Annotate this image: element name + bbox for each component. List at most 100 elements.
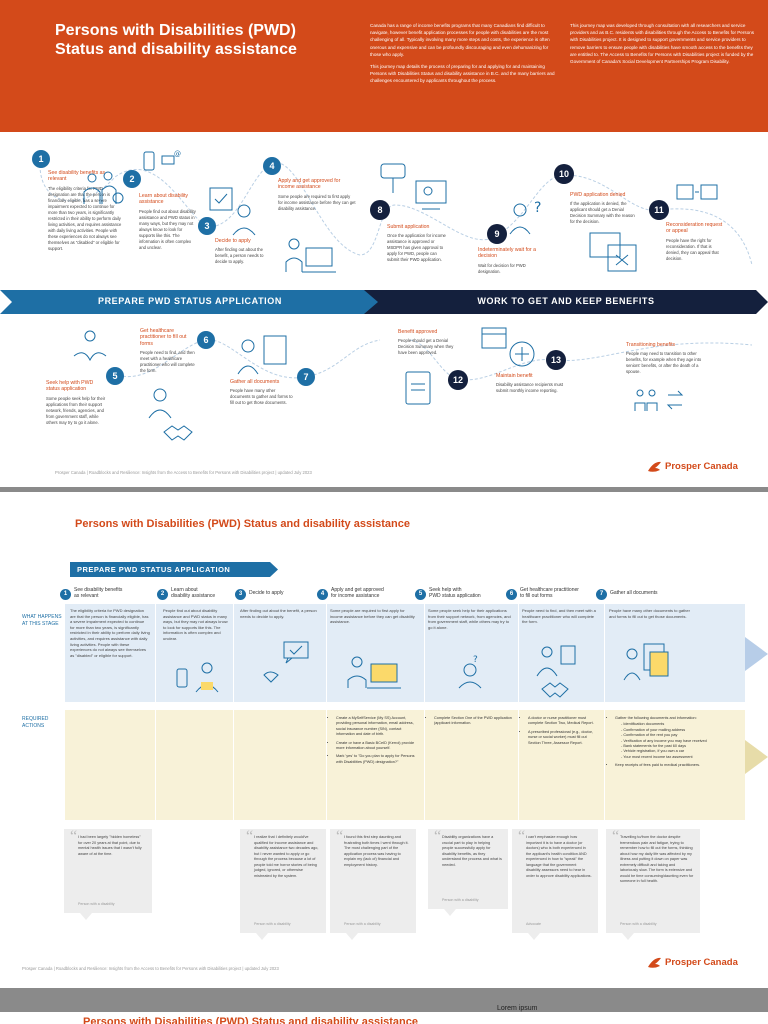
journey-path bbox=[39, 162, 753, 381]
question-person-icon: ? bbox=[458, 655, 482, 689]
column-5-desc: Some people seek help for their applicat… bbox=[428, 608, 511, 630]
row-label-what: WHAT HAPPENS AT THIS STAGE bbox=[22, 614, 62, 627]
svg-text:?: ? bbox=[534, 200, 541, 216]
step-7: Gather all documents People have many ot… bbox=[230, 379, 293, 406]
column-1-desc: The eligibility criteria for PWD designa… bbox=[70, 608, 150, 658]
denied-documents-icon bbox=[589, 232, 637, 272]
page-2-title: Persons with Disabilities (PWD) Status a… bbox=[75, 518, 410, 530]
step-3-number: 3 bbox=[198, 217, 216, 235]
tablet-icon bbox=[405, 371, 431, 405]
people-transition-icon bbox=[634, 389, 684, 411]
actions-column-7: Gather the following documents and infor… bbox=[609, 716, 741, 772]
step-8: Submit application Once the application … bbox=[387, 224, 446, 263]
lorem-text: Lorem ipsum bbox=[497, 1005, 538, 1012]
journey-map-page-2: Persons with Disabilities (PWD) Status a… bbox=[0, 492, 768, 988]
svg-text:@: @ bbox=[174, 150, 181, 158]
waiting-person-icon: ? bbox=[509, 200, 541, 235]
step-4-number: 4 bbox=[263, 157, 281, 175]
laptop-person-icon bbox=[347, 656, 401, 689]
doctor-icon bbox=[148, 388, 172, 419]
journey-map-page-1: Persons with Disabilities (PWD) Status a… bbox=[0, 0, 768, 487]
medical-cross-icon bbox=[509, 341, 535, 367]
step-2: Learn about disability assistance People… bbox=[139, 193, 196, 250]
step-6: Get healthcare practitioner to fill out … bbox=[140, 328, 195, 374]
translate-docs-icon bbox=[676, 184, 718, 200]
handshake-icon bbox=[163, 425, 193, 441]
step-13-number: 13 bbox=[546, 350, 566, 370]
laptop-user-icon bbox=[285, 238, 336, 273]
step-9: Indeterminately wait for a decision Wait… bbox=[478, 247, 536, 274]
reading-person-icon bbox=[195, 662, 219, 693]
step-6-number: 6 bbox=[197, 331, 215, 349]
step-1: See disability benefits as relevant The … bbox=[48, 170, 122, 251]
step-13: Maintain benefit Disability assistance r… bbox=[496, 373, 564, 394]
step-10-number: 10 bbox=[554, 164, 574, 184]
mailbox-icon bbox=[380, 163, 406, 193]
svg-text:?: ? bbox=[473, 655, 478, 665]
required-actions-row bbox=[65, 710, 745, 820]
step-8-number: 8 bbox=[370, 200, 390, 220]
journey-map-page-3: Persons with Disabilities (PWD) Status a… bbox=[0, 1012, 768, 1024]
hand-heart-icon bbox=[263, 671, 279, 683]
intro-text: Canada has a range of income benefits pr… bbox=[370, 23, 555, 84]
actions-row-arrow bbox=[745, 740, 768, 774]
quote-1: “ I had been largely "hidden homeless" f… bbox=[64, 828, 152, 920]
step-5: Seek help with PWD status application So… bbox=[46, 380, 106, 425]
step-11: Reconsideration request or appeal People… bbox=[666, 222, 723, 261]
step-11-number: 11 bbox=[649, 200, 669, 220]
step-5-number: 5 bbox=[106, 367, 124, 385]
helping-hands-icon bbox=[73, 330, 107, 362]
quote-3: “ I found this first step daunting and f… bbox=[330, 828, 416, 940]
quote-6: “ Travelling to/from the doctor despite … bbox=[606, 828, 700, 940]
actions-column-4: Create a MySelfService (My SS) Account, … bbox=[330, 716, 420, 768]
column-2-desc: People find out about disability assista… bbox=[163, 608, 228, 641]
phone-icon bbox=[176, 668, 188, 688]
row-label-required: REQUIRED ACTIONS bbox=[22, 716, 49, 729]
step-7-number: 7 bbox=[297, 368, 315, 386]
step-10: PWD application denied If the applicatio… bbox=[570, 192, 635, 225]
step-9-number: 9 bbox=[487, 224, 507, 244]
step-12-number: 12 bbox=[448, 370, 468, 390]
step-12: Benefit approved People should get a Den… bbox=[398, 329, 454, 356]
prosper-canada-logo-2: Prosper Canada bbox=[647, 956, 757, 970]
maple-leaf-icon bbox=[648, 957, 661, 968]
phone-chat-icon: @ bbox=[143, 150, 181, 171]
step-2-number: 2 bbox=[123, 170, 141, 188]
documents-person-icon bbox=[237, 335, 287, 375]
page-3-title: Persons with Disabilities (PWD) Status a… bbox=[83, 1016, 418, 1024]
column-7-desc: People have many other documents to gath… bbox=[609, 608, 690, 619]
work-stage-band: WORK TO GET AND KEEP BENEFITS bbox=[364, 290, 768, 314]
actions-column-6: A doctor or nurse practitioner must comp… bbox=[522, 716, 600, 749]
calendar-icon bbox=[481, 327, 507, 349]
prepare-stage-band-2: PREPARE PWD STATUS APPLICATION bbox=[70, 562, 278, 577]
actions-column-5: Complete Section One of the PWD applicat… bbox=[428, 716, 514, 730]
thinking-person-icon bbox=[232, 204, 256, 236]
footer-2: Prosper Canada | Roadblocks and Resilien… bbox=[22, 966, 279, 971]
step-4: Apply and get approved for income assist… bbox=[278, 178, 356, 211]
quote-5: “ I can't emphasize enough how important… bbox=[512, 828, 598, 940]
what-happens-row bbox=[65, 604, 745, 702]
quote-2: “ I realize that I definitely would've q… bbox=[240, 828, 326, 940]
handshake-icon bbox=[541, 682, 569, 698]
doctor-chart-icon bbox=[536, 645, 576, 677]
checklist-icon bbox=[209, 187, 233, 211]
hero-banner: Persons with Disabilities (PWD) Status a… bbox=[0, 0, 768, 132]
maple-leaf-icon bbox=[648, 461, 661, 472]
what-row-arrow bbox=[745, 637, 768, 671]
column-4-desc: Some people are required to first apply … bbox=[330, 608, 415, 625]
step-transition: Transitioning benefits People may need t… bbox=[626, 342, 702, 375]
page-title: Persons with Disabilities (PWD) Status a… bbox=[55, 22, 297, 58]
column-3-desc: After finding out about the benefit, a p… bbox=[240, 608, 317, 619]
about-text: This journey map was developed through c… bbox=[570, 23, 755, 65]
step-3: Decide to apply After finding out about … bbox=[215, 238, 264, 265]
step-1-number: 1 bbox=[32, 150, 50, 168]
column-6-desc: People need to find, and then meet with … bbox=[522, 608, 596, 625]
prepare-stage-band: PREPARE PWD STATUS APPLICATION bbox=[0, 290, 380, 314]
persons-group-icon bbox=[83, 171, 124, 204]
prosper-canada-logo: Prosper Canada bbox=[647, 460, 757, 474]
quote-4: “ Disability organizations have a crucia… bbox=[428, 828, 508, 916]
paperwork-icon bbox=[623, 643, 669, 681]
chat-check-icon bbox=[283, 641, 309, 664]
footer: Prosper Canada | Roadblocks and Resilien… bbox=[55, 470, 312, 475]
computer-form-icon bbox=[415, 180, 447, 210]
